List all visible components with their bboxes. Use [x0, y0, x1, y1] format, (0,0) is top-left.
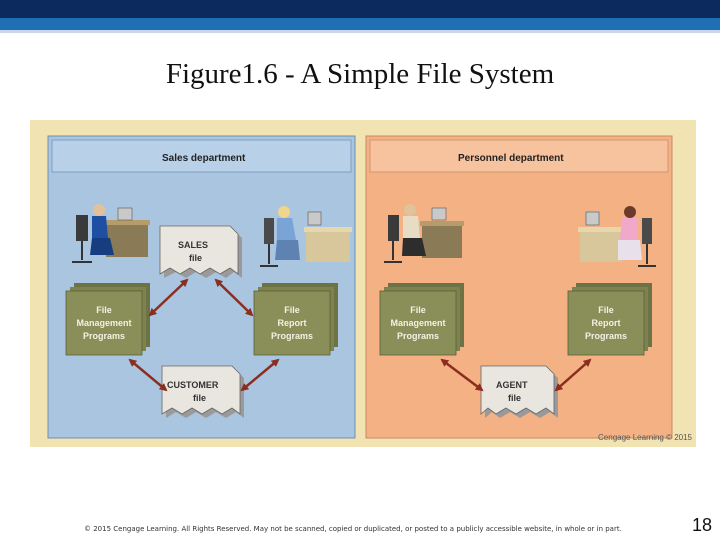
- arrow-report-to-customer: [240, 358, 280, 392]
- sales-file-doc: SALES file: [159, 225, 242, 278]
- personnel-right-programs-line2: Report: [592, 318, 621, 328]
- sales-file-label-1: SALES: [178, 240, 208, 250]
- header-band-blue: [0, 18, 720, 30]
- personnel-header: Personnel department: [458, 153, 564, 164]
- personnel-left-programs-line1: File: [410, 305, 426, 315]
- header-band-dark: [0, 0, 720, 18]
- personnel-left-programs-line2: Management: [390, 318, 445, 328]
- personnel-left-programs-line3: Programs: [397, 331, 439, 341]
- sales-right-programs-line2: Report: [278, 318, 307, 328]
- arrow-sales-to-mgmt: [148, 278, 189, 317]
- arrow-mgmt-to-customer: [128, 358, 168, 392]
- personnel-file-management-programs: File Management Programs: [379, 283, 464, 356]
- arrow-personnel-mgmt-to-agent: [440, 358, 484, 392]
- sales-right-programs-line1: File: [284, 305, 300, 315]
- personnel-header-bar: [369, 139, 669, 173]
- personnel-file-report-programs: File Report Programs: [567, 283, 652, 356]
- figure-panel: Sales department Personnel department: [30, 120, 696, 447]
- slide-title: Figure1.6 - A Simple File System: [165, 58, 555, 90]
- personnel-right-programs-line3: Programs: [585, 331, 627, 341]
- page-number: 18: [691, 515, 712, 535]
- sales-header: Sales department: [162, 153, 246, 164]
- agent-file-doc: AGENT file: [480, 365, 558, 418]
- sales-left-programs-line2: Management: [76, 318, 131, 328]
- sales-file-management-programs: File Management Programs: [65, 283, 150, 356]
- sales-left-programs-line1: File: [96, 305, 112, 315]
- header-rule: [0, 30, 720, 33]
- file-system-diagram: Sales department Personnel department: [47, 135, 693, 442]
- sales-left-programs-line3: Programs: [83, 331, 125, 341]
- sales-right-programs-line3: Programs: [271, 331, 313, 341]
- personnel-right-programs-line1: File: [598, 305, 614, 315]
- figure-credit: Cengage Learning © 2015: [598, 433, 693, 442]
- personnel-worker-left-icon: [384, 204, 464, 263]
- sales-worker-right-icon: [260, 206, 352, 267]
- arrow-sales-to-report: [214, 278, 254, 317]
- customer-file-label-1: CUSTOMER: [167, 380, 219, 390]
- agent-file-label-2: file: [508, 393, 521, 403]
- sales-worker-left-icon: [72, 204, 150, 263]
- copyright-footer: © 2015 Cengage Learning. All Rights Rese…: [84, 525, 622, 533]
- personnel-worker-right-icon: [578, 206, 656, 267]
- sales-file-report-programs: File Report Programs: [253, 283, 338, 356]
- agent-file-label-1: AGENT: [496, 380, 528, 390]
- arrow-personnel-report-to-agent: [554, 358, 592, 392]
- customer-file-label-2: file: [193, 393, 206, 403]
- sales-file-label-2: file: [189, 253, 202, 263]
- sales-header-bar: [51, 139, 352, 173]
- customer-file-doc: CUSTOMER file: [161, 365, 244, 418]
